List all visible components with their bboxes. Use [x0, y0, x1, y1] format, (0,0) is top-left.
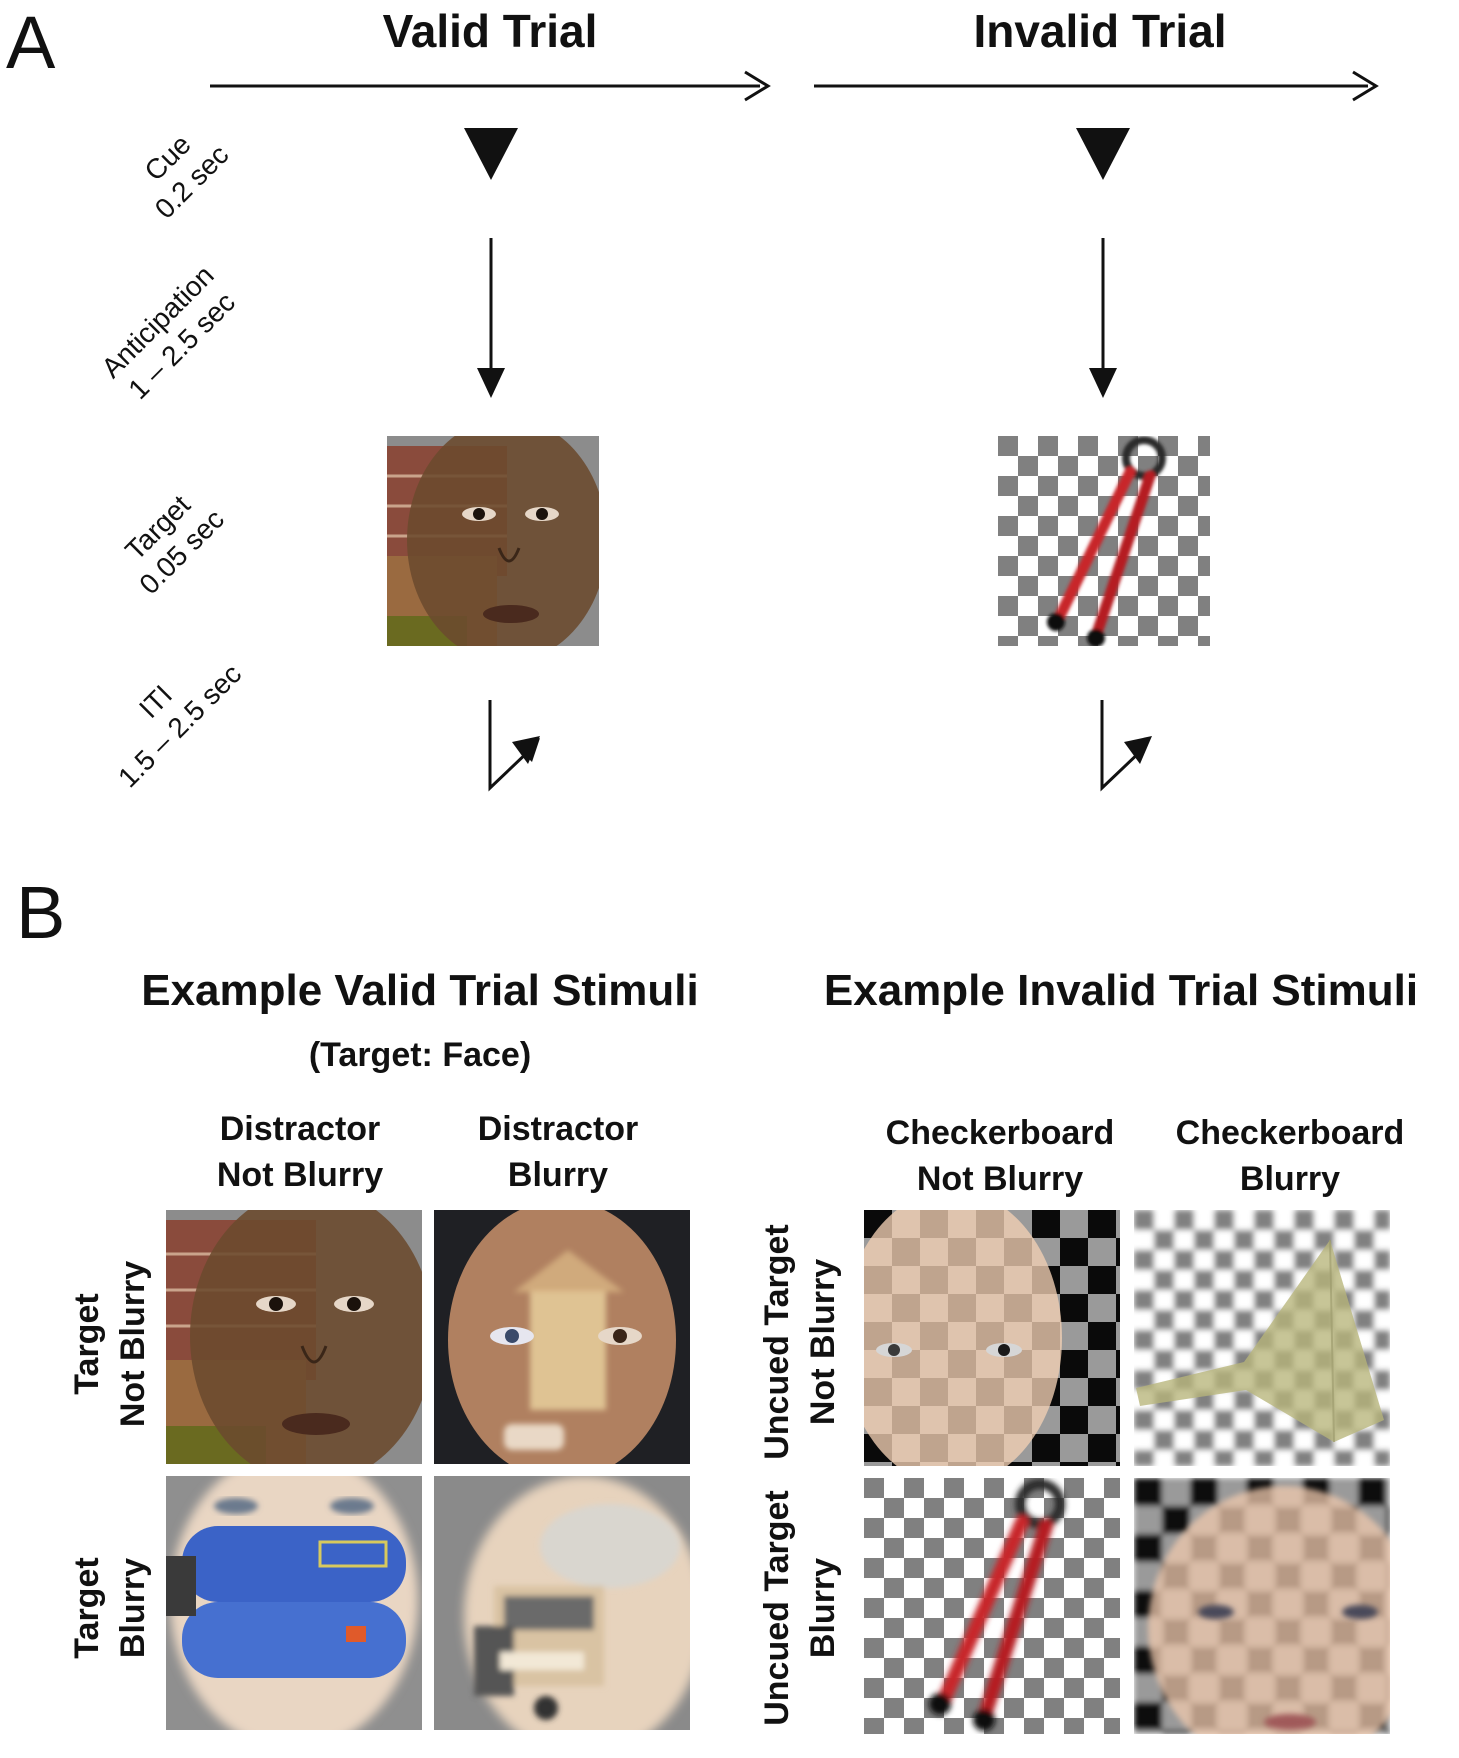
valid-stimuli-subtitle: (Target: Face) [308, 1036, 532, 1074]
valid-cue-triangle [464, 128, 518, 180]
invalid-response-arrow [1100, 700, 1152, 792]
valid-trial-title: Valid Trial [382, 5, 598, 57]
invalid-stimulus-uncued-blurry-checker-blurry [1134, 1478, 1390, 1734]
valid-timeline-arrow [210, 70, 771, 102]
panel-b-letter: B [16, 871, 66, 954]
valid-anticipation-arrow [477, 238, 505, 398]
panel-a-letter: A [6, 1, 56, 84]
valid-stimulus-target-blurry-distractor-sharp [166, 1476, 422, 1730]
invalid-target-image [998, 436, 1210, 646]
valid-stimulus-target-sharp-distractor-blurry [434, 1210, 690, 1464]
invalid-stimulus-uncued-sharp-checker-sharp [864, 1210, 1120, 1466]
invalid-stimulus-uncued-blurry-checker-sharp [864, 1478, 1120, 1734]
invalid-cue-triangle [1076, 128, 1130, 180]
timeline-graphics [210, 70, 1379, 792]
valid-stimulus-target-sharp-distractor-sharp [166, 1210, 422, 1464]
valid-response-arrow [488, 700, 540, 792]
invalid-trial-title: Invalid Trial [973, 5, 1227, 57]
invalid-stimuli-title: Example Invalid Trial Stimuli [823, 966, 1419, 1015]
valid-stimuli-title: Example Valid Trial Stimuli [141, 966, 699, 1015]
invalid-timeline-arrow [814, 70, 1379, 102]
valid-target-image [387, 436, 599, 646]
valid-stimulus-target-blurry-distractor-blurry [434, 1476, 690, 1730]
invalid-anticipation-arrow [1089, 238, 1117, 398]
invalid-stimulus-uncued-sharp-checker-blurry [1134, 1210, 1390, 1466]
